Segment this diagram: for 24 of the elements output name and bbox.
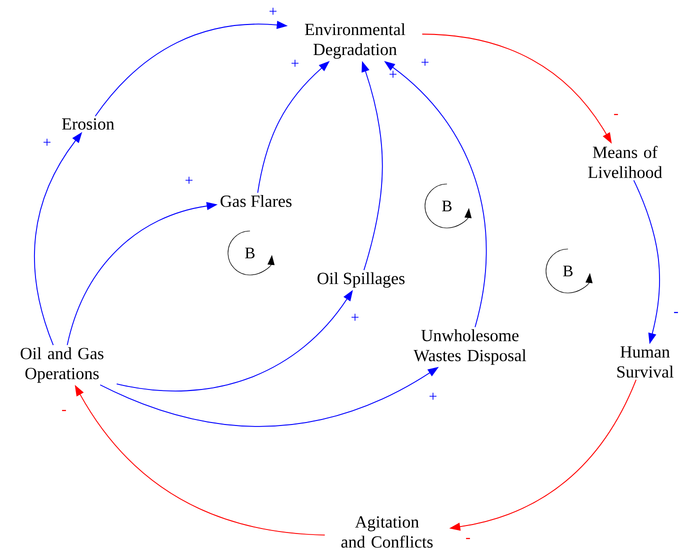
variable-label: Means of Livelihood [588, 146, 662, 178]
polarity-sign: + [390, 70, 396, 78]
polarity-sign: - [674, 312, 678, 314]
variable-label: Unwholesome Wastes Disposal [414, 329, 526, 365]
polarity-sign: + [44, 138, 50, 146]
variable-label: Environmental Degradation [304, 23, 406, 59]
polarity-sign: + [270, 8, 276, 15]
variable-label: Erosion [62, 118, 114, 130]
polarity-sign: + [186, 176, 192, 184]
variable-label: Agitation and Conflicts [341, 516, 433, 548]
variable-label: Gas Flares [220, 195, 292, 207]
polarity-sign: - [62, 410, 66, 412]
loop-label: B [245, 248, 255, 258]
polarity-sign: + [292, 60, 298, 67]
variable-label: Human Survival [617, 346, 674, 378]
polarity-sign: + [352, 314, 358, 321]
polarity-sign: + [430, 392, 436, 400]
loop-label: B [563, 266, 573, 276]
polarity-sign: - [466, 538, 470, 540]
polarity-sign: - [614, 114, 618, 116]
variable-label: Oil and Gas Operations [20, 347, 104, 383]
loop-label: B [442, 200, 452, 212]
variable-label: Oil Spillages [318, 272, 405, 288]
polarity-sign: + [422, 58, 428, 66]
